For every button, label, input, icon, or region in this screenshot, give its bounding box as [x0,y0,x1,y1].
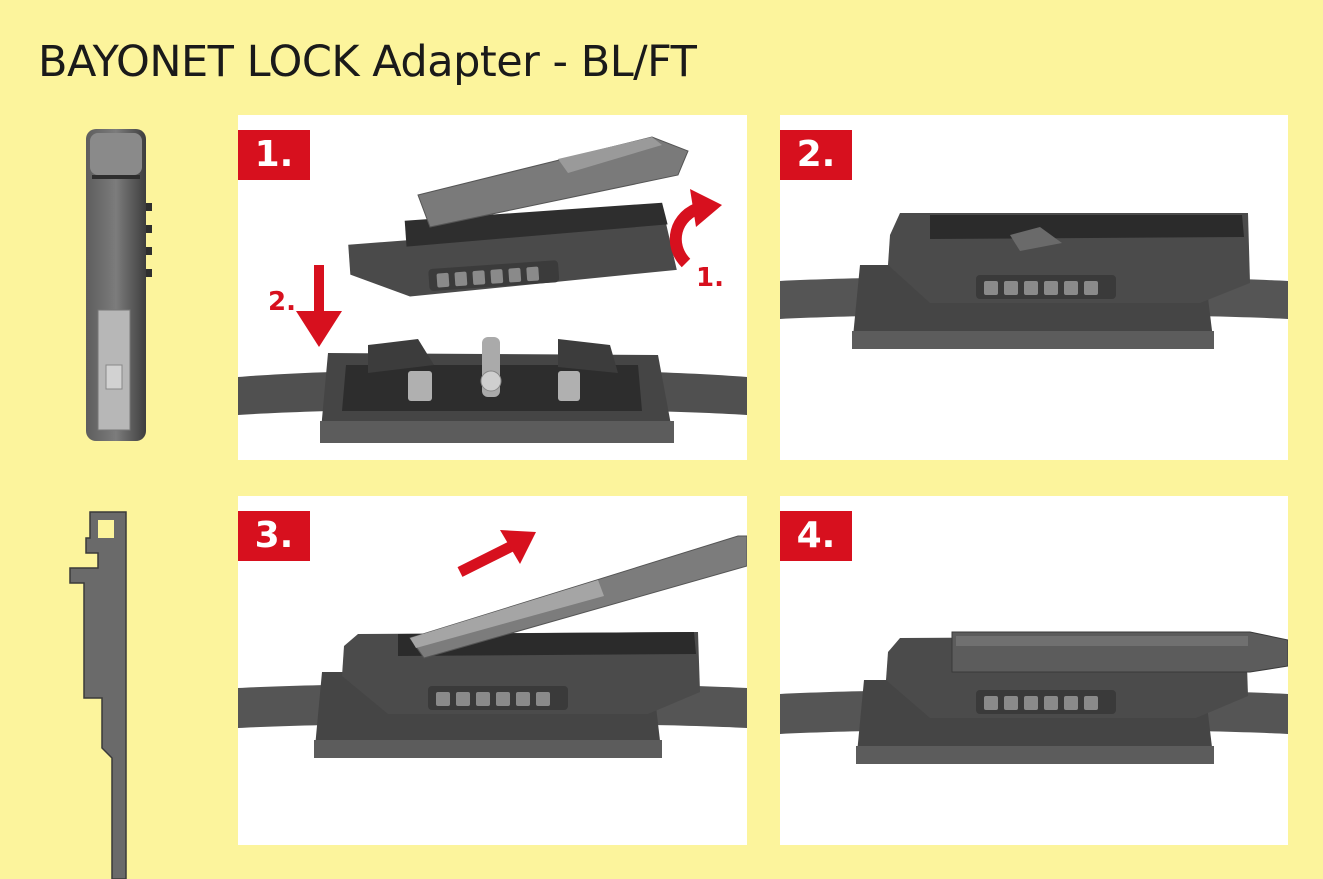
press-label: 2. [268,287,296,317]
step-3-panel: 3. [238,496,747,845]
step-4-illustration [780,631,1288,764]
page-title: BAYONET LOCK Adapter - BL/FT [38,37,697,87]
step-number-badge: 1. [238,130,310,180]
step-1-illustration [238,136,747,443]
step-number-badge: 2. [780,130,852,180]
step-1-panel: 1. 1. 2. [238,115,747,460]
step-3-illustration [238,530,747,758]
step-4-panel: 4. [780,496,1288,845]
arrow-down-icon [296,265,342,347]
adapter-side-view-image [80,125,160,445]
arrow-diagonal-icon [457,530,536,577]
lift-label: 1. [696,263,724,293]
step-2-illustration [780,213,1288,349]
step-number-badge: 4. [780,511,852,561]
step-number-badge: 3. [238,511,310,561]
wiper-arm-profile-image [68,508,138,879]
step-2-panel: 2. [780,115,1288,460]
arrow-up-curved-icon [669,189,722,268]
